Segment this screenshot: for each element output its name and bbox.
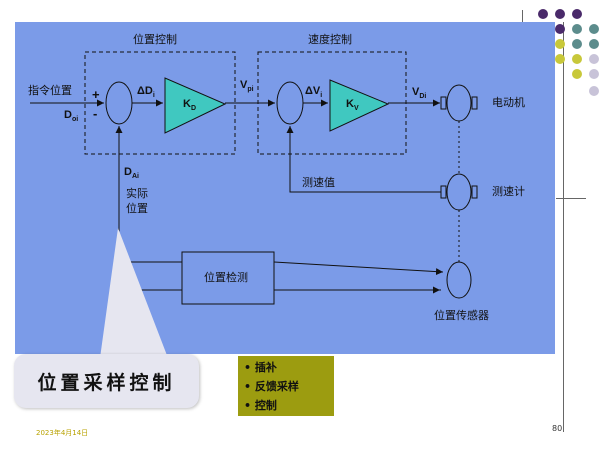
sampling-control-callout: 位置采样控制 <box>14 354 199 408</box>
tacho-right-terminal <box>471 185 478 199</box>
decor-dot <box>589 54 599 64</box>
kd-gain-block <box>164 77 227 134</box>
position-sensor-icon <box>446 261 472 299</box>
plus-sign: + <box>92 87 100 102</box>
motor-right-terminal <box>471 96 478 110</box>
decor-dot <box>555 24 565 34</box>
decor-dot <box>572 9 582 19</box>
tachometer-label: 测速计 <box>492 185 525 198</box>
vdi-symbol: VDi <box>412 86 427 101</box>
callout-text: 位置采样控制 <box>37 371 176 394</box>
position-control-title: 位置控制 <box>133 33 177 46</box>
bullet-list: • 插补 • 反馈采样 • 控制 <box>238 356 334 416</box>
speed-summing-junction <box>276 81 304 125</box>
decor-dot <box>538 9 548 19</box>
actual-position-label-line1: 实际 <box>126 187 148 200</box>
page-number: 80 <box>552 424 563 433</box>
motor-label: 电动机 <box>492 96 525 109</box>
speed-value-label: 测速值 <box>302 176 335 189</box>
decor-dot <box>572 54 582 64</box>
decor-dot <box>589 39 599 49</box>
bullet-item-interpolation: • 插补 <box>244 361 277 374</box>
kd-symbol: KD <box>183 98 197 113</box>
speed-control-title: 速度控制 <box>308 33 352 46</box>
decor-dot <box>555 39 565 49</box>
detect-to-sensor-arrow <box>273 261 444 276</box>
actual-position-label-line2: 位置 <box>126 202 148 215</box>
decor-dot <box>555 9 565 19</box>
decor-dot <box>589 86 599 96</box>
delta-vi-symbol: ΔVi <box>305 85 323 100</box>
kv-gain-block <box>329 79 390 132</box>
doi-symbol: Doi <box>64 109 79 124</box>
vpi-symbol: Vpi <box>240 79 254 94</box>
corner-horizontal-line <box>556 198 586 199</box>
motor-left-terminal <box>440 96 447 110</box>
minus-sign: - <box>93 106 98 121</box>
decor-dot <box>572 39 582 49</box>
delta-di-symbol: ΔDi <box>137 85 155 100</box>
corner-vertical-line-2 <box>563 22 564 432</box>
input-label: 指令位置 <box>28 84 72 97</box>
decor-dot <box>589 24 599 34</box>
callout-pointer <box>100 228 168 358</box>
speed-feedback-line <box>286 126 441 193</box>
dai-symbol: DAi <box>124 166 139 181</box>
position-detect-block <box>181 251 275 305</box>
decor-dot <box>572 69 582 79</box>
bullet-item-control: • 控制 <box>244 399 277 412</box>
position-detect-label: 位置检测 <box>204 271 248 284</box>
motor-icon <box>446 84 472 122</box>
kv-symbol: KV <box>346 98 359 113</box>
decor-dot <box>589 69 599 79</box>
slide-date: 2023年4月14日 <box>36 429 89 437</box>
decor-dot <box>572 24 582 34</box>
corner-vertical-line-1 <box>522 10 523 30</box>
tachometer-icon <box>446 173 472 211</box>
tacho-left-terminal <box>440 185 447 199</box>
decor-dot <box>555 54 565 64</box>
position-summing-junction <box>105 81 133 125</box>
bullet-item-feedback-sampling: • 反馈采样 <box>244 380 299 393</box>
position-sensor-label: 位置传感器 <box>434 309 489 322</box>
